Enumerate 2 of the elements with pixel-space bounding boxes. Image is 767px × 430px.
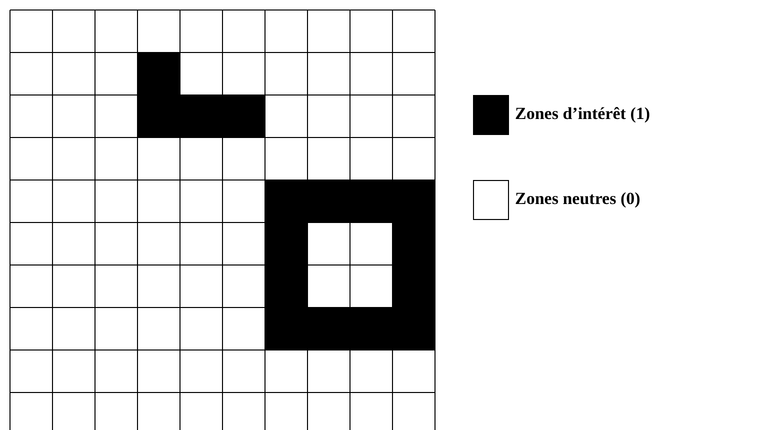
legend-label: Zones neutres (0)	[515, 189, 640, 209]
legend-label: Zones d’intérêt (1)	[515, 104, 650, 124]
